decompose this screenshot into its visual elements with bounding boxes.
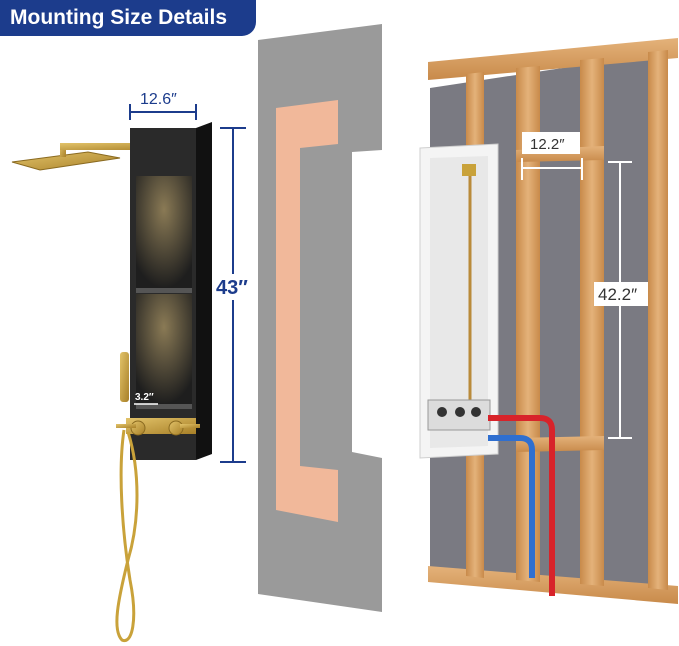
page-title: Mounting Size Details	[10, 6, 228, 29]
box-width-label: 12.2″	[530, 136, 565, 153]
wall-frame: 12.2″ 42.2″	[419, 38, 678, 604]
hand-shower	[115, 352, 139, 643]
in-wall-valve-box	[419, 143, 499, 459]
panel-height-label: 43″	[216, 277, 248, 299]
box-height-label: 42.2″	[598, 285, 637, 304]
shelf-depth-label: 3.2″	[135, 392, 154, 403]
wall-template	[258, 24, 382, 612]
title-badge: Mounting Size Details	[0, 0, 256, 36]
cold-water-pipe	[488, 435, 535, 578]
shower-panel: 12.6″ 43″ 3.2″	[11, 91, 254, 643]
panel-width-label: 12.6″	[140, 91, 177, 108]
hot-water-pipe	[488, 415, 555, 596]
